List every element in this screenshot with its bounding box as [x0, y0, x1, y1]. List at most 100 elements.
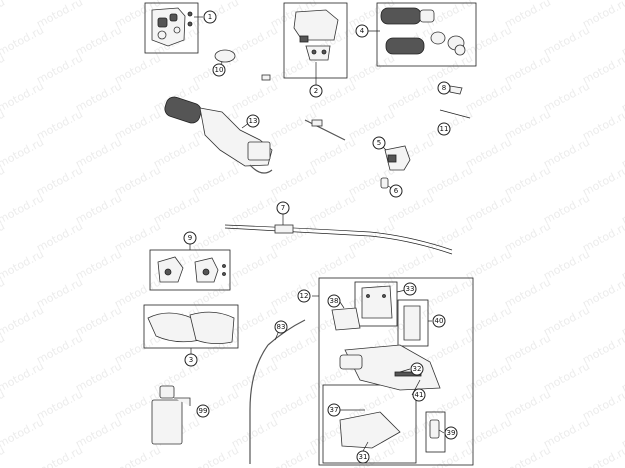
watermark-text: motod.ru [229, 415, 280, 450]
callout-label: 40 [435, 317, 444, 325]
watermark-text: motod.ru [346, 219, 397, 254]
watermark-text: motod.ru [424, 443, 475, 468]
watermark-text: motod.ru [541, 359, 592, 394]
watermark-text: motod.ru [502, 331, 553, 366]
watermark-text: motod.ru [502, 387, 553, 422]
switch-assembly-7 [151, 7, 193, 47]
watermark-text: motod.ru [112, 51, 163, 86]
watermark-text: motod.ru [463, 191, 514, 226]
callout-1: 7 [276, 201, 290, 215]
part-8 [449, 85, 463, 95]
watermark-text: motod.ru [34, 331, 85, 366]
callout-label: 10 [215, 66, 224, 74]
callout-label: 32 [413, 365, 422, 373]
callout-5: 5 [372, 136, 386, 150]
watermark-text: motod.ru [541, 79, 592, 114]
watermark-text: motod.ru [0, 387, 7, 422]
callout-label: 9 [188, 234, 192, 242]
watermark-text: motod.ru [580, 107, 625, 142]
watermark-text: motod.ru [541, 247, 592, 282]
watermark-text: motod.ru [541, 23, 592, 58]
watermark-text: motod.ru [73, 359, 124, 394]
watermark-text: motod.ru [268, 163, 319, 198]
watermark-text: motod.ru [190, 219, 241, 254]
watermark-text: motod.ru [229, 79, 280, 114]
watermark-text: motod.ru [580, 275, 625, 310]
handlebar-1 [224, 224, 453, 255]
watermark-text: motod.ru [307, 247, 358, 282]
callout-12: 12 [297, 289, 311, 303]
callout-label: 41 [415, 391, 424, 399]
callout-3: 3 [184, 353, 198, 367]
callout-label: 6 [394, 187, 399, 195]
watermark-text: motod.ru [73, 415, 124, 450]
watermark-text: motod.ru [34, 219, 85, 254]
watermark-text: motod.ru [0, 0, 7, 31]
watermark-text: motod.ru [541, 303, 592, 338]
watermark-text: motod.ru [424, 163, 475, 198]
frame-switch-7 [144, 2, 199, 54]
callout-label: 37 [330, 406, 339, 414]
callout-label: 31 [359, 453, 368, 461]
frame-lever-41 [322, 384, 417, 464]
callout-4: 4 [355, 24, 369, 38]
callout-label: 7 [281, 204, 285, 212]
watermark-text: motod.ru [580, 219, 625, 254]
watermark-text: motod.ru [580, 163, 625, 198]
watermark-text: motod.ru [73, 79, 124, 114]
watermark-text: motod.ru [268, 107, 319, 142]
watermark-text: motod.ru [307, 135, 358, 170]
watermark-text: motod.ru [541, 135, 592, 170]
watermark-text: motod.ru [73, 135, 124, 170]
watermark-text: motod.ru [229, 191, 280, 226]
watermark-text: motod.ru [502, 163, 553, 198]
callout-label: 11 [440, 125, 449, 133]
watermark-text: motod.ru [190, 387, 241, 422]
watermark-text: motod.ru [0, 79, 46, 114]
watermark-text: motod.ru [307, 191, 358, 226]
watermark-text: motod.ru [424, 331, 475, 366]
watermark-text: motod.ru [112, 219, 163, 254]
callout-label: 39 [447, 429, 456, 437]
watermark-text: motod.ru [463, 23, 514, 58]
watermark-text: motod.ru [0, 415, 46, 450]
watermark-text: motod.ru [151, 191, 202, 226]
watermark-text: motod.ru [0, 219, 7, 254]
callout-33: 33 [403, 282, 417, 296]
callout-label: 99 [199, 407, 208, 415]
switch-5 [384, 145, 411, 171]
callout-label: 33 [406, 285, 415, 293]
watermark-text: motod.ru [0, 23, 46, 58]
watermark-text: motod.ru [0, 247, 46, 282]
watermark-text: motod.ru [424, 51, 475, 86]
callout-37: 38 [327, 294, 341, 308]
watermark-text: motod.ru [73, 247, 124, 282]
watermark-text: motod.ru [580, 51, 625, 86]
callout-label: 5 [377, 139, 381, 147]
watermark-text: motod.ru [34, 443, 85, 468]
watermark-text: motod.ru [0, 107, 7, 142]
watermark-text: motod.ru [112, 163, 163, 198]
callout-7: 1 [203, 10, 217, 24]
callout-38: 39 [444, 426, 458, 440]
watermark-text: motod.ru [268, 331, 319, 366]
watermark-text: motod.ru [0, 0, 46, 3]
callout-2: 2 [309, 84, 323, 98]
watermark-text: motod.ru [502, 0, 553, 31]
part-6 [380, 177, 389, 189]
fluid-bottle-99 [151, 385, 191, 445]
watermark-text: motod.ru [73, 191, 124, 226]
callout-99: 99 [196, 404, 210, 418]
callout-label: 1 [208, 13, 212, 21]
watermark-text: motod.ru [0, 191, 46, 226]
watermark-text: motod.ru [34, 107, 85, 142]
watermark-text: motod.ru [268, 443, 319, 468]
watermark-text: motod.ru [0, 163, 7, 198]
watermark-text: motod.ru [229, 303, 280, 338]
watermark-text: motod.ru [346, 107, 397, 142]
callout-11: 11 [437, 122, 451, 136]
watermark-text: motod.ru [0, 275, 7, 310]
frame-clamp-33 [354, 281, 398, 327]
watermark-text: motod.ru [463, 359, 514, 394]
